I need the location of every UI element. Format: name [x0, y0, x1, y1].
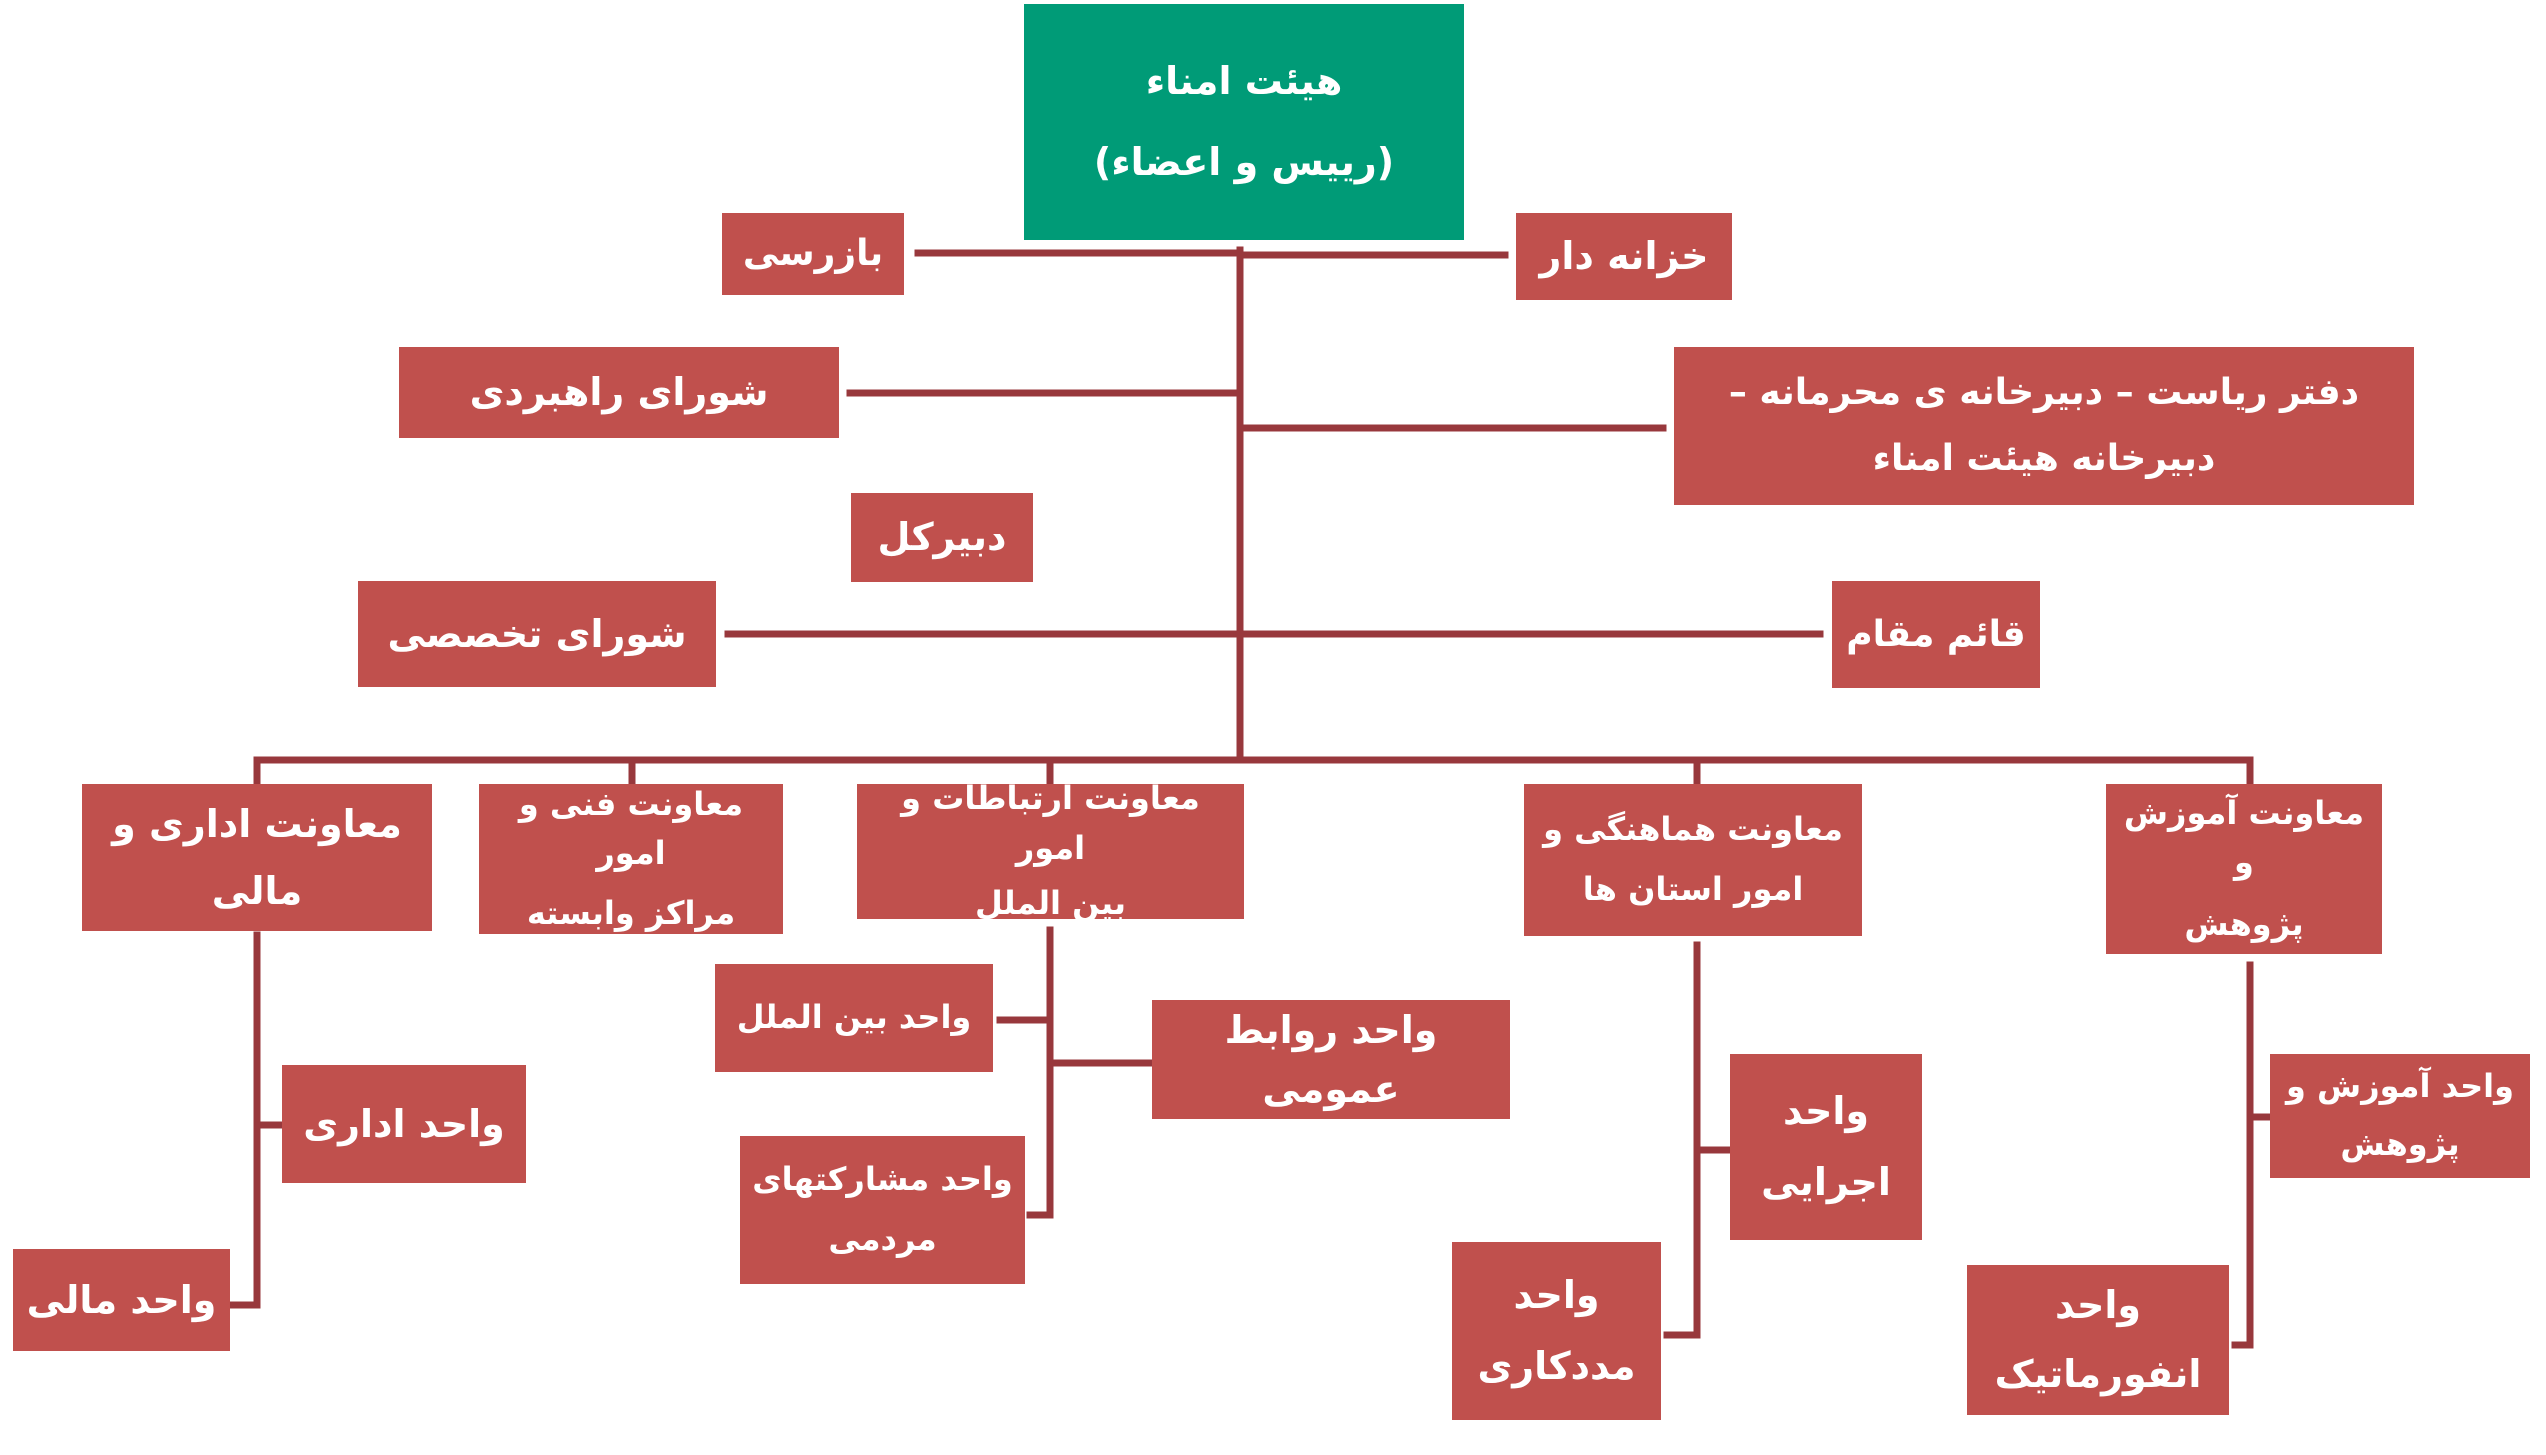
node-board-of-trustees: هیئت امناء (رییس و اعضاء)	[1024, 4, 1464, 240]
node-unit-social-work: واحد مددکاری	[1452, 1242, 1661, 1420]
node-unit-public-relations: واحد روابط عمومی	[1152, 1000, 1510, 1119]
node-presidency-office: دفتر ریاست – دبیرخانه ی محرمانه – دبیرخا…	[1674, 347, 2414, 505]
node-unit-executive: واحد اجرایی	[1730, 1054, 1922, 1240]
node-unit-executive-line2: اجرایی	[1761, 1160, 1891, 1204]
node-unit-informatics-line1: واحد	[2055, 1283, 2141, 1328]
node-board-of-trustees-title: هیئت امناء	[1145, 59, 1343, 104]
node-deputy: قائم مقام	[1832, 581, 2040, 688]
node-unit-informatics-line2: انفورماتیک	[1994, 1352, 2202, 1396]
node-deputy-communications-line2: بین الملل	[974, 884, 1127, 923]
node-deputy-admin-finance-line2: مالی	[211, 868, 303, 913]
node-unit-participation-line1: واحد مشارکتهای	[752, 1160, 1013, 1199]
node-unit-informatics: واحد انفورماتیک	[1967, 1265, 2229, 1415]
node-board-of-trustees-subtitle: (رییس و اعضاء)	[1093, 140, 1395, 184]
node-unit-executive-line1: واحد	[1783, 1089, 1869, 1134]
node-unit-education-research-line2: پژوهش	[2340, 1125, 2460, 1163]
node-unit-participation-line2: مردمی	[828, 1220, 937, 1258]
node-unit-international: واحد بین الملل	[715, 964, 993, 1072]
node-presidency-office-line2: دبیرخانه هیئت امناء	[1872, 438, 2216, 479]
node-unit-education-research: واحد آموزش و پژوهش	[2270, 1054, 2530, 1178]
node-unit-finance: واحد مالی	[13, 1249, 230, 1351]
node-inspection: بازرسی	[722, 213, 904, 295]
node-deputy-communications: معاونت ارتباطات و امور بین الملل	[857, 779, 1244, 922]
node-treasurer: خزانه دار	[1516, 213, 1732, 300]
node-unit-admin: واحد اداری	[282, 1065, 526, 1183]
node-deputy-coordination-line2: امور استان ها	[1582, 870, 1804, 908]
node-deputy-coordination: معاونت هماهنگی و امور استان ها	[1524, 784, 1862, 936]
node-unit-social-work-line1: واحد	[1513, 1273, 1600, 1318]
node-steering-council: شورای راهبردی	[399, 347, 839, 438]
node-deputy-admin-finance-line1: معاونت اداری و	[112, 801, 402, 846]
node-deputy-technical-line2: مراکز وابسته	[526, 893, 736, 932]
node-deputy-technical-line1: معاونت فنی و امور	[518, 784, 744, 873]
node-deputy-technical: معاونت فنی و امور مراکز وابسته	[479, 784, 783, 934]
node-secretary-general: دبیرکل	[851, 493, 1033, 582]
node-deputy-admin-finance: معاونت اداری و مالی	[82, 784, 432, 931]
connector-lines	[228, 246, 2279, 1349]
node-unit-education-research-line1: واحد آموزش و	[2286, 1067, 2514, 1106]
node-deputy-education-line1: معاونت آموزش و	[2123, 793, 2365, 882]
node-expert-council: شورای تخصصی	[358, 581, 716, 687]
node-deputy-education-line2: پژوهش	[2184, 904, 2304, 943]
node-deputy-education: معاونت آموزش و پژوهش	[2106, 784, 2382, 954]
node-deputy-coordination-line1: معاونت هماهنگی و	[1543, 810, 1843, 849]
node-deputy-communications-line1: معاونت ارتباطات و امور	[901, 779, 1200, 867]
node-unit-participation: واحد مشارکتهای مردمی	[740, 1136, 1025, 1284]
node-unit-social-work-line2: مددکاری	[1477, 1344, 1636, 1388]
node-presidency-office-line1: دفتر ریاست – دبیرخانه ی محرمانه –	[1728, 372, 2360, 414]
